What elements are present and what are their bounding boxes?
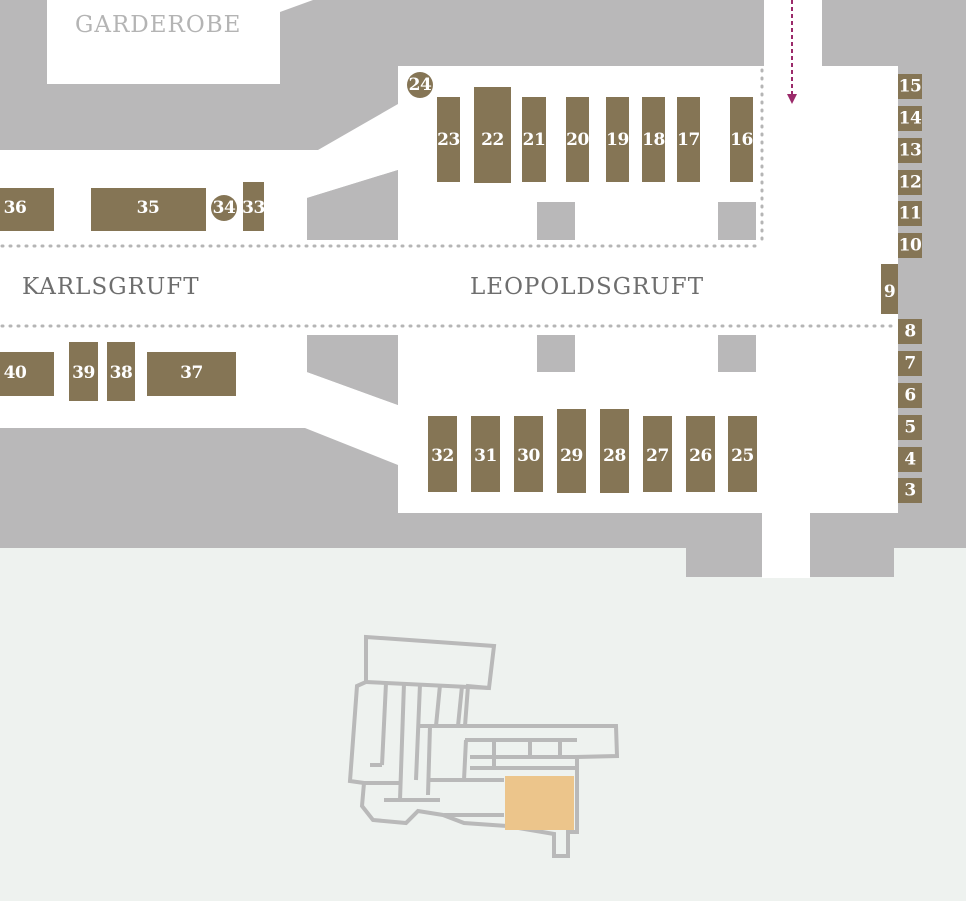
- svg-text:18: 18: [642, 130, 665, 150]
- tomb-18[interactable]: 18: [642, 97, 665, 182]
- karlsgruft-lower: [0, 335, 398, 465]
- svg-text:19: 19: [606, 130, 629, 150]
- tomb-25[interactable]: 25: [728, 416, 757, 492]
- overview-minimap: [347, 634, 620, 858]
- tomb-21[interactable]: 21: [522, 97, 546, 182]
- tomb-7[interactable]: 7: [898, 351, 922, 376]
- svg-text:4: 4: [904, 450, 916, 470]
- svg-text:35: 35: [137, 198, 160, 218]
- svg-text:7: 7: [904, 354, 915, 374]
- tomb-27[interactable]: 27: [643, 416, 672, 492]
- tomb-38[interactable]: 38: [107, 342, 135, 401]
- tomb-22[interactable]: 22: [474, 87, 511, 183]
- svg-text:11: 11: [899, 204, 922, 224]
- svg-text:36: 36: [4, 198, 27, 218]
- svg-text:20: 20: [566, 130, 589, 150]
- svg-text:15: 15: [899, 77, 922, 97]
- svg-text:17: 17: [677, 130, 700, 150]
- svg-text:8: 8: [904, 322, 915, 342]
- tomb-4[interactable]: 4: [898, 447, 922, 472]
- room-label-garderobe: GARDEROBE: [75, 12, 241, 38]
- garderobe-room: [47, 0, 313, 84]
- svg-text:16: 16: [730, 130, 753, 150]
- svg-text:33: 33: [242, 198, 265, 218]
- tomb-14[interactable]: 14: [898, 106, 922, 131]
- floor-plan: [0, 0, 898, 578]
- svg-text:25: 25: [731, 446, 754, 466]
- tomb-9[interactable]: 9: [881, 264, 898, 314]
- tomb-13[interactable]: 13: [898, 138, 922, 163]
- tomb-5[interactable]: 5: [898, 415, 922, 440]
- svg-text:21: 21: [523, 130, 546, 150]
- tomb-35[interactable]: 35: [91, 188, 206, 231]
- svg-text:39: 39: [72, 363, 95, 383]
- tomb-26[interactable]: 26: [686, 416, 715, 492]
- tomb-24[interactable]: 24: [407, 72, 433, 98]
- tomb-34[interactable]: 34: [211, 195, 237, 221]
- tomb-37[interactable]: 37: [147, 352, 236, 396]
- tomb-31[interactable]: 31: [471, 416, 500, 492]
- svg-text:5: 5: [904, 418, 915, 438]
- current-location-highlight: [505, 776, 574, 830]
- pillars: [307, 170, 756, 405]
- svg-text:6: 6: [904, 386, 915, 406]
- tomb-19[interactable]: 19: [606, 97, 629, 182]
- svg-text:26: 26: [689, 446, 712, 466]
- svg-text:24: 24: [409, 75, 432, 95]
- svg-text:37: 37: [180, 363, 203, 383]
- svg-text:34: 34: [213, 198, 236, 218]
- svg-text:14: 14: [899, 109, 922, 129]
- east-section: [764, 66, 898, 336]
- svg-text:28: 28: [603, 446, 626, 466]
- tomb-11[interactable]: 11: [898, 201, 922, 226]
- tomb-20[interactable]: 20: [566, 97, 590, 182]
- tomb-3[interactable]: 3: [898, 478, 922, 503]
- svg-text:29: 29: [560, 446, 583, 466]
- route-arrow-icon: [787, 0, 797, 104]
- tomb-16[interactable]: 16: [730, 97, 753, 182]
- svg-text:10: 10: [899, 236, 922, 256]
- tomb-6[interactable]: 6: [898, 383, 922, 408]
- svg-text:22: 22: [481, 130, 504, 150]
- main-corridor: [0, 240, 898, 335]
- room-label-leopoldsgruft: LEOPOLDSGRUFT: [470, 274, 704, 300]
- tomb-40[interactable]: 40: [0, 352, 54, 396]
- svg-text:32: 32: [431, 446, 454, 466]
- tomb-29[interactable]: 29: [557, 409, 586, 493]
- tomb-39[interactable]: 39: [69, 342, 98, 401]
- svg-text:27: 27: [646, 446, 669, 466]
- tomb-15[interactable]: 15: [898, 74, 922, 99]
- tomb-28[interactable]: 28: [600, 409, 629, 493]
- tomb-32[interactable]: 32: [428, 416, 457, 492]
- exit-passage: [762, 510, 810, 578]
- tomb-30[interactable]: 30: [514, 416, 543, 492]
- tomb-10[interactable]: 10: [898, 233, 922, 258]
- svg-text:38: 38: [110, 363, 133, 383]
- svg-text:13: 13: [899, 141, 922, 161]
- svg-text:12: 12: [899, 173, 922, 193]
- svg-text:30: 30: [517, 446, 540, 466]
- svg-text:31: 31: [474, 446, 497, 466]
- tomb-17[interactable]: 17: [677, 97, 700, 182]
- room-label-karlsgruft: KARLSGRUFT: [22, 274, 200, 300]
- tomb-8[interactable]: 8: [898, 319, 922, 344]
- tomb-36[interactable]: 36: [0, 188, 54, 231]
- svg-text:9: 9: [884, 282, 895, 302]
- tomb-12[interactable]: 12: [898, 170, 922, 195]
- svg-text:40: 40: [4, 363, 27, 383]
- dotted-separators: [0, 68, 896, 328]
- svg-text:3: 3: [904, 481, 915, 501]
- svg-text:23: 23: [437, 130, 460, 150]
- tomb-23[interactable]: 23: [437, 97, 460, 182]
- tomb-33[interactable]: 33: [242, 182, 265, 231]
